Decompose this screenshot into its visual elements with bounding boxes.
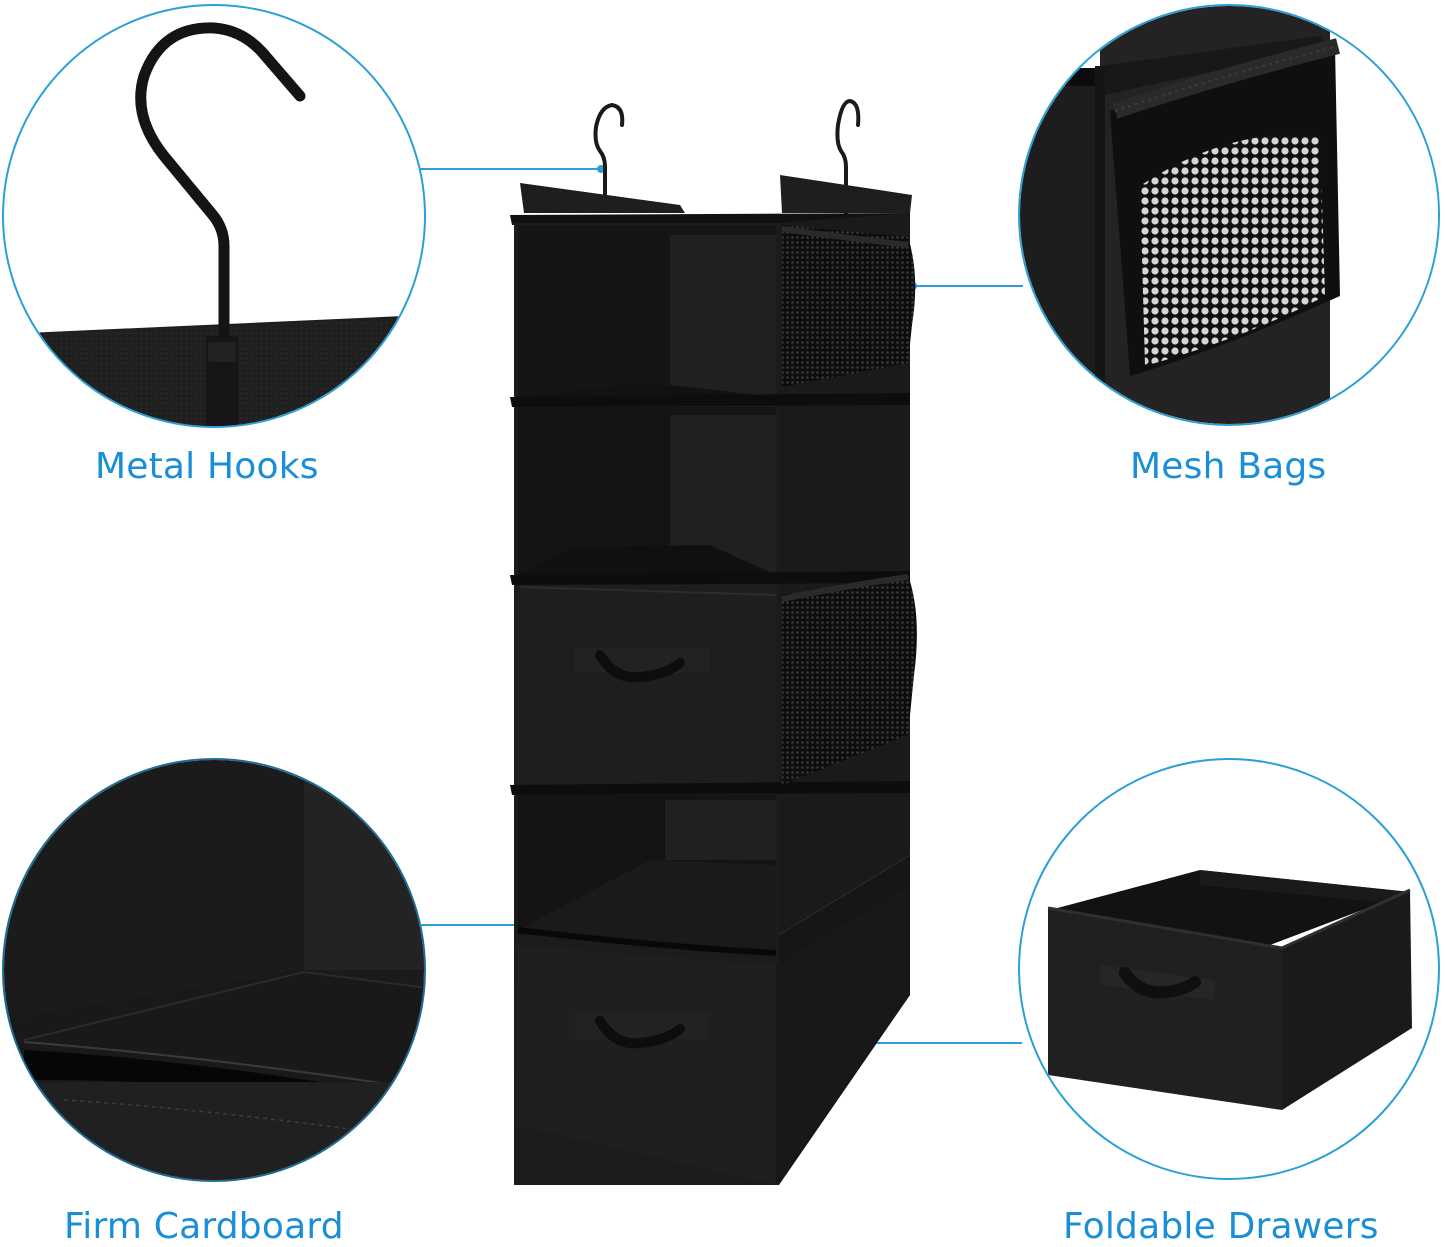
metal-hooks-leader-line	[420, 168, 602, 170]
mesh-pocket-icon	[1020, 6, 1438, 424]
drawer-icon	[1047, 870, 1412, 1110]
mesh-bags-callout	[1018, 4, 1440, 426]
firm-cardboard-callout	[2, 758, 426, 1182]
hanging-organizer-product	[510, 98, 917, 1185]
mesh-bags-label: Mesh Bags	[1130, 446, 1327, 487]
metal-hooks-leader-dot	[597, 165, 605, 173]
lower-mesh-pocket-icon	[781, 574, 917, 785]
metal-hooks-callout	[2, 4, 426, 428]
left-hook-icon	[593, 102, 625, 202]
firm-cardboard-label: Firm Cardboard	[64, 1206, 344, 1247]
foldable-drawers-label: Foldable Drawers	[1063, 1206, 1379, 1247]
metal-hooks-label: Metal Hooks	[95, 446, 319, 487]
firm-cardboard-leader-line	[420, 924, 602, 926]
hook-icon	[4, 22, 424, 426]
foldable-drawers-callout	[1018, 758, 1440, 1180]
mesh-bags-leader-line	[913, 285, 1023, 287]
right-hook-icon	[835, 98, 861, 217]
drawer-handle-icon	[575, 647, 709, 683]
drawer-handle-icon	[575, 1013, 709, 1049]
upper-mesh-pocket-icon	[781, 225, 916, 387]
shelf-board-icon	[4, 760, 424, 1180]
foldable-drawers-leader-line	[760, 1042, 1022, 1044]
